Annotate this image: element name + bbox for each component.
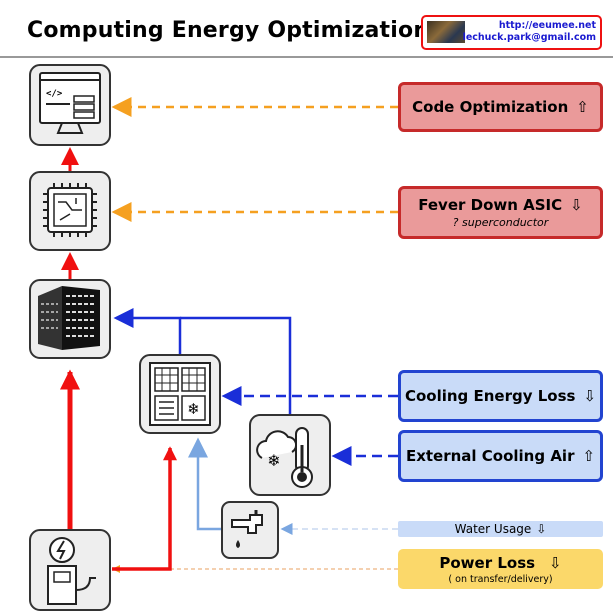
code-monitor-icon: </> <box>29 64 111 146</box>
svg-text:❄: ❄ <box>267 451 280 470</box>
asic-sublabel: ? superconductor <box>452 216 549 229</box>
up-arrow-icon: ⇧ <box>576 98 589 116</box>
cooling-loss-label: Cooling Energy Loss <box>404 387 576 405</box>
code-optimization-box: Code Optimization ⇧ <box>398 82 603 132</box>
down-arrow-icon: ⇩ <box>536 522 547 536</box>
power-supply-icon <box>29 529 111 611</box>
header-divider <box>0 56 613 58</box>
up-arrow-icon: ⇧ <box>582 447 596 465</box>
flow-water-to-cooling <box>188 437 222 531</box>
server-rack-icon <box>29 279 111 359</box>
author-thumbnail <box>427 21 465 43</box>
svg-text:❄: ❄ <box>187 400 200 418</box>
cooling-unit-icon: ❄ <box>139 354 221 434</box>
flow-cooling-to-server <box>113 308 182 355</box>
water-usage-label: Water Usage <box>454 522 532 536</box>
external-air-label: External Cooling Air <box>405 447 575 465</box>
code-optimization-label: Code Optimization <box>412 98 569 116</box>
water-faucet-icon <box>221 501 279 559</box>
credit-email[interactable]: lechuck.park@gmail.com <box>462 32 596 43</box>
credit-url[interactable]: http://eeumee.net <box>498 20 596 31</box>
power-loss-sublabel: ( on transfer/delivery) <box>448 573 553 585</box>
power-loss-box: Power Loss ⇩ ( on transfer/delivery) <box>398 549 603 589</box>
water-usage-box: Water Usage ⇩ <box>398 521 603 537</box>
down-arrow-icon: ⇩ <box>549 553 562 572</box>
power-loss-label: Power Loss <box>439 553 536 572</box>
asic-label: Fever Down ASIC <box>418 196 563 214</box>
asic-chip-icon <box>29 171 111 251</box>
page-title: Computing Energy Optimization <box>27 18 430 43</box>
down-arrow-icon: ⇩ <box>583 387 597 405</box>
asic-box: Fever Down ASIC ⇩ ? superconductor <box>398 186 603 239</box>
flow-air-to-server <box>180 316 292 415</box>
weather-thermometer-icon: ❄ <box>249 414 331 496</box>
flow-power-to-cooling <box>112 446 177 571</box>
down-arrow-icon: ⇩ <box>570 196 583 214</box>
external-cooling-air-box: External Cooling Air ⇧ <box>398 430 603 482</box>
cooling-energy-loss-box: Cooling Energy Loss ⇩ <box>398 370 603 422</box>
credit-badge: http://eeumee.net lechuck.park@gmail.com <box>421 15 602 50</box>
svg-text:</>: </> <box>46 89 63 99</box>
